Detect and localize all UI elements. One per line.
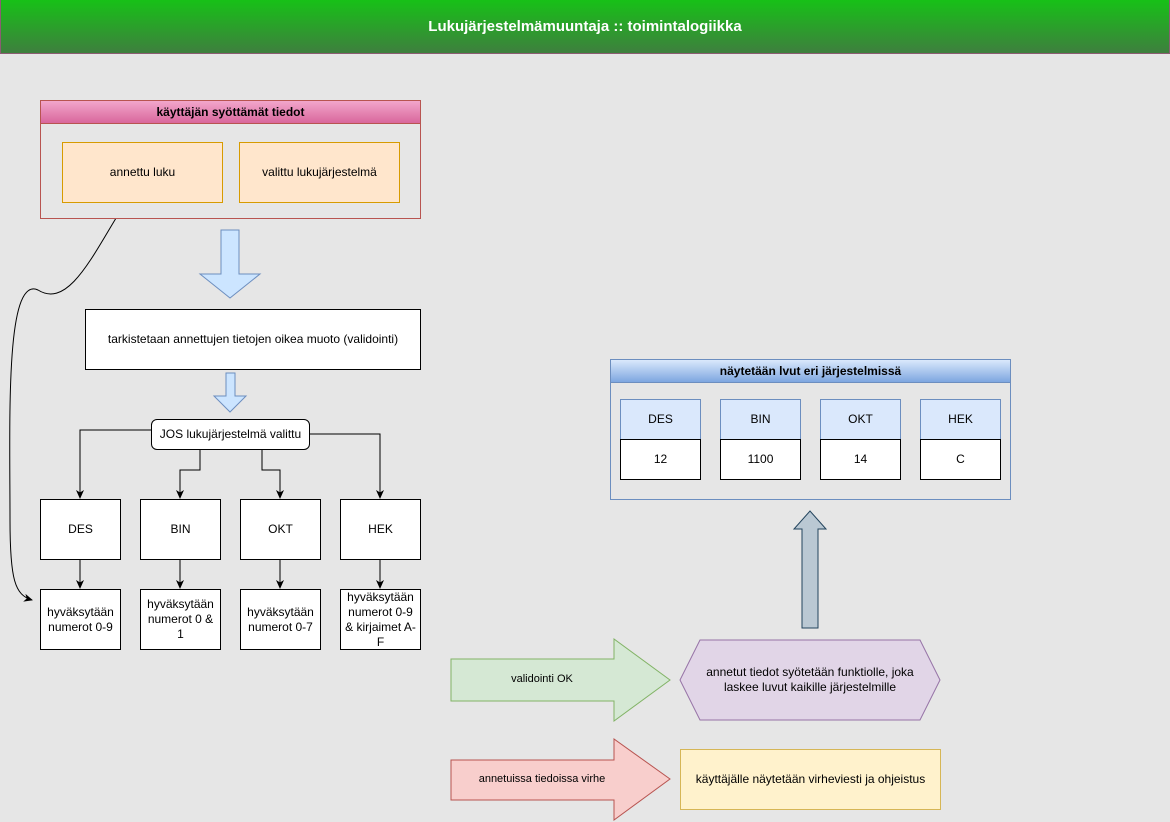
process-hexagon xyxy=(679,639,941,721)
result-value-des: 12 xyxy=(620,439,701,480)
process-label: annetut tiedot syötetään funktiolle, jok… xyxy=(706,665,914,694)
validation-box: tarkistetaan annettujen tietojen oikea m… xyxy=(85,309,421,370)
curved-connector xyxy=(9,201,127,602)
accepted-okt: hyväksytään numerot 0-7 xyxy=(240,589,321,650)
big-down-arrow xyxy=(198,229,262,299)
result-group-header: näytetään lvut eri järjestelmissä xyxy=(611,360,1010,383)
given-number-box: annettu luku xyxy=(62,142,223,203)
error-arrow-shape xyxy=(450,738,671,821)
branch-hek xyxy=(310,433,384,499)
result-label-okt: OKT xyxy=(820,399,901,440)
branch-des xyxy=(76,429,151,499)
result-label-bin: BIN xyxy=(720,399,801,440)
result-label-des: DES xyxy=(620,399,701,440)
system-hek: HEK xyxy=(340,499,421,560)
result-value-bin: 1100 xyxy=(720,439,801,480)
result-value-hek: C xyxy=(920,439,1001,480)
accepted-bin: hyväksytään numerot 0 & 1 xyxy=(140,589,221,650)
small-down-arrow xyxy=(212,372,248,413)
result-value-okt: 14 xyxy=(820,439,901,480)
valid-arrow-shape xyxy=(450,638,671,722)
input-group-header: käyttäjän syöttämät tiedot xyxy=(41,101,420,124)
up-arrow xyxy=(792,510,828,629)
error-message-box: käyttäjälle näytetään virheviesti ja ohj… xyxy=(680,749,941,810)
accepted-des: hyväksytään numerot 0-9 xyxy=(40,589,121,650)
branch-okt xyxy=(261,450,284,499)
result-label-hek: HEK xyxy=(920,399,1001,440)
error-arrow-label: annetuissa tiedoissa virhe xyxy=(478,773,606,786)
page-title: Lukujärjestelmämuuntaja :: toimintalogii… xyxy=(428,18,742,35)
chosen-system-box: valittu lukujärjestelmä xyxy=(239,142,400,203)
condition-box: JOS lukujärjestelmä valittu xyxy=(151,419,310,450)
title-bar: Lukujärjestelmämuuntaja :: toimintalogii… xyxy=(0,0,1170,54)
valid-arrow-label: validointi OK xyxy=(511,673,573,686)
system-bin: BIN xyxy=(140,499,221,560)
accepted-hek: hyväksytään numerot 0-9 & kirjaimet A-F xyxy=(340,589,421,650)
system-des: DES xyxy=(40,499,121,560)
branch-bin xyxy=(176,450,201,499)
system-okt: OKT xyxy=(240,499,321,560)
